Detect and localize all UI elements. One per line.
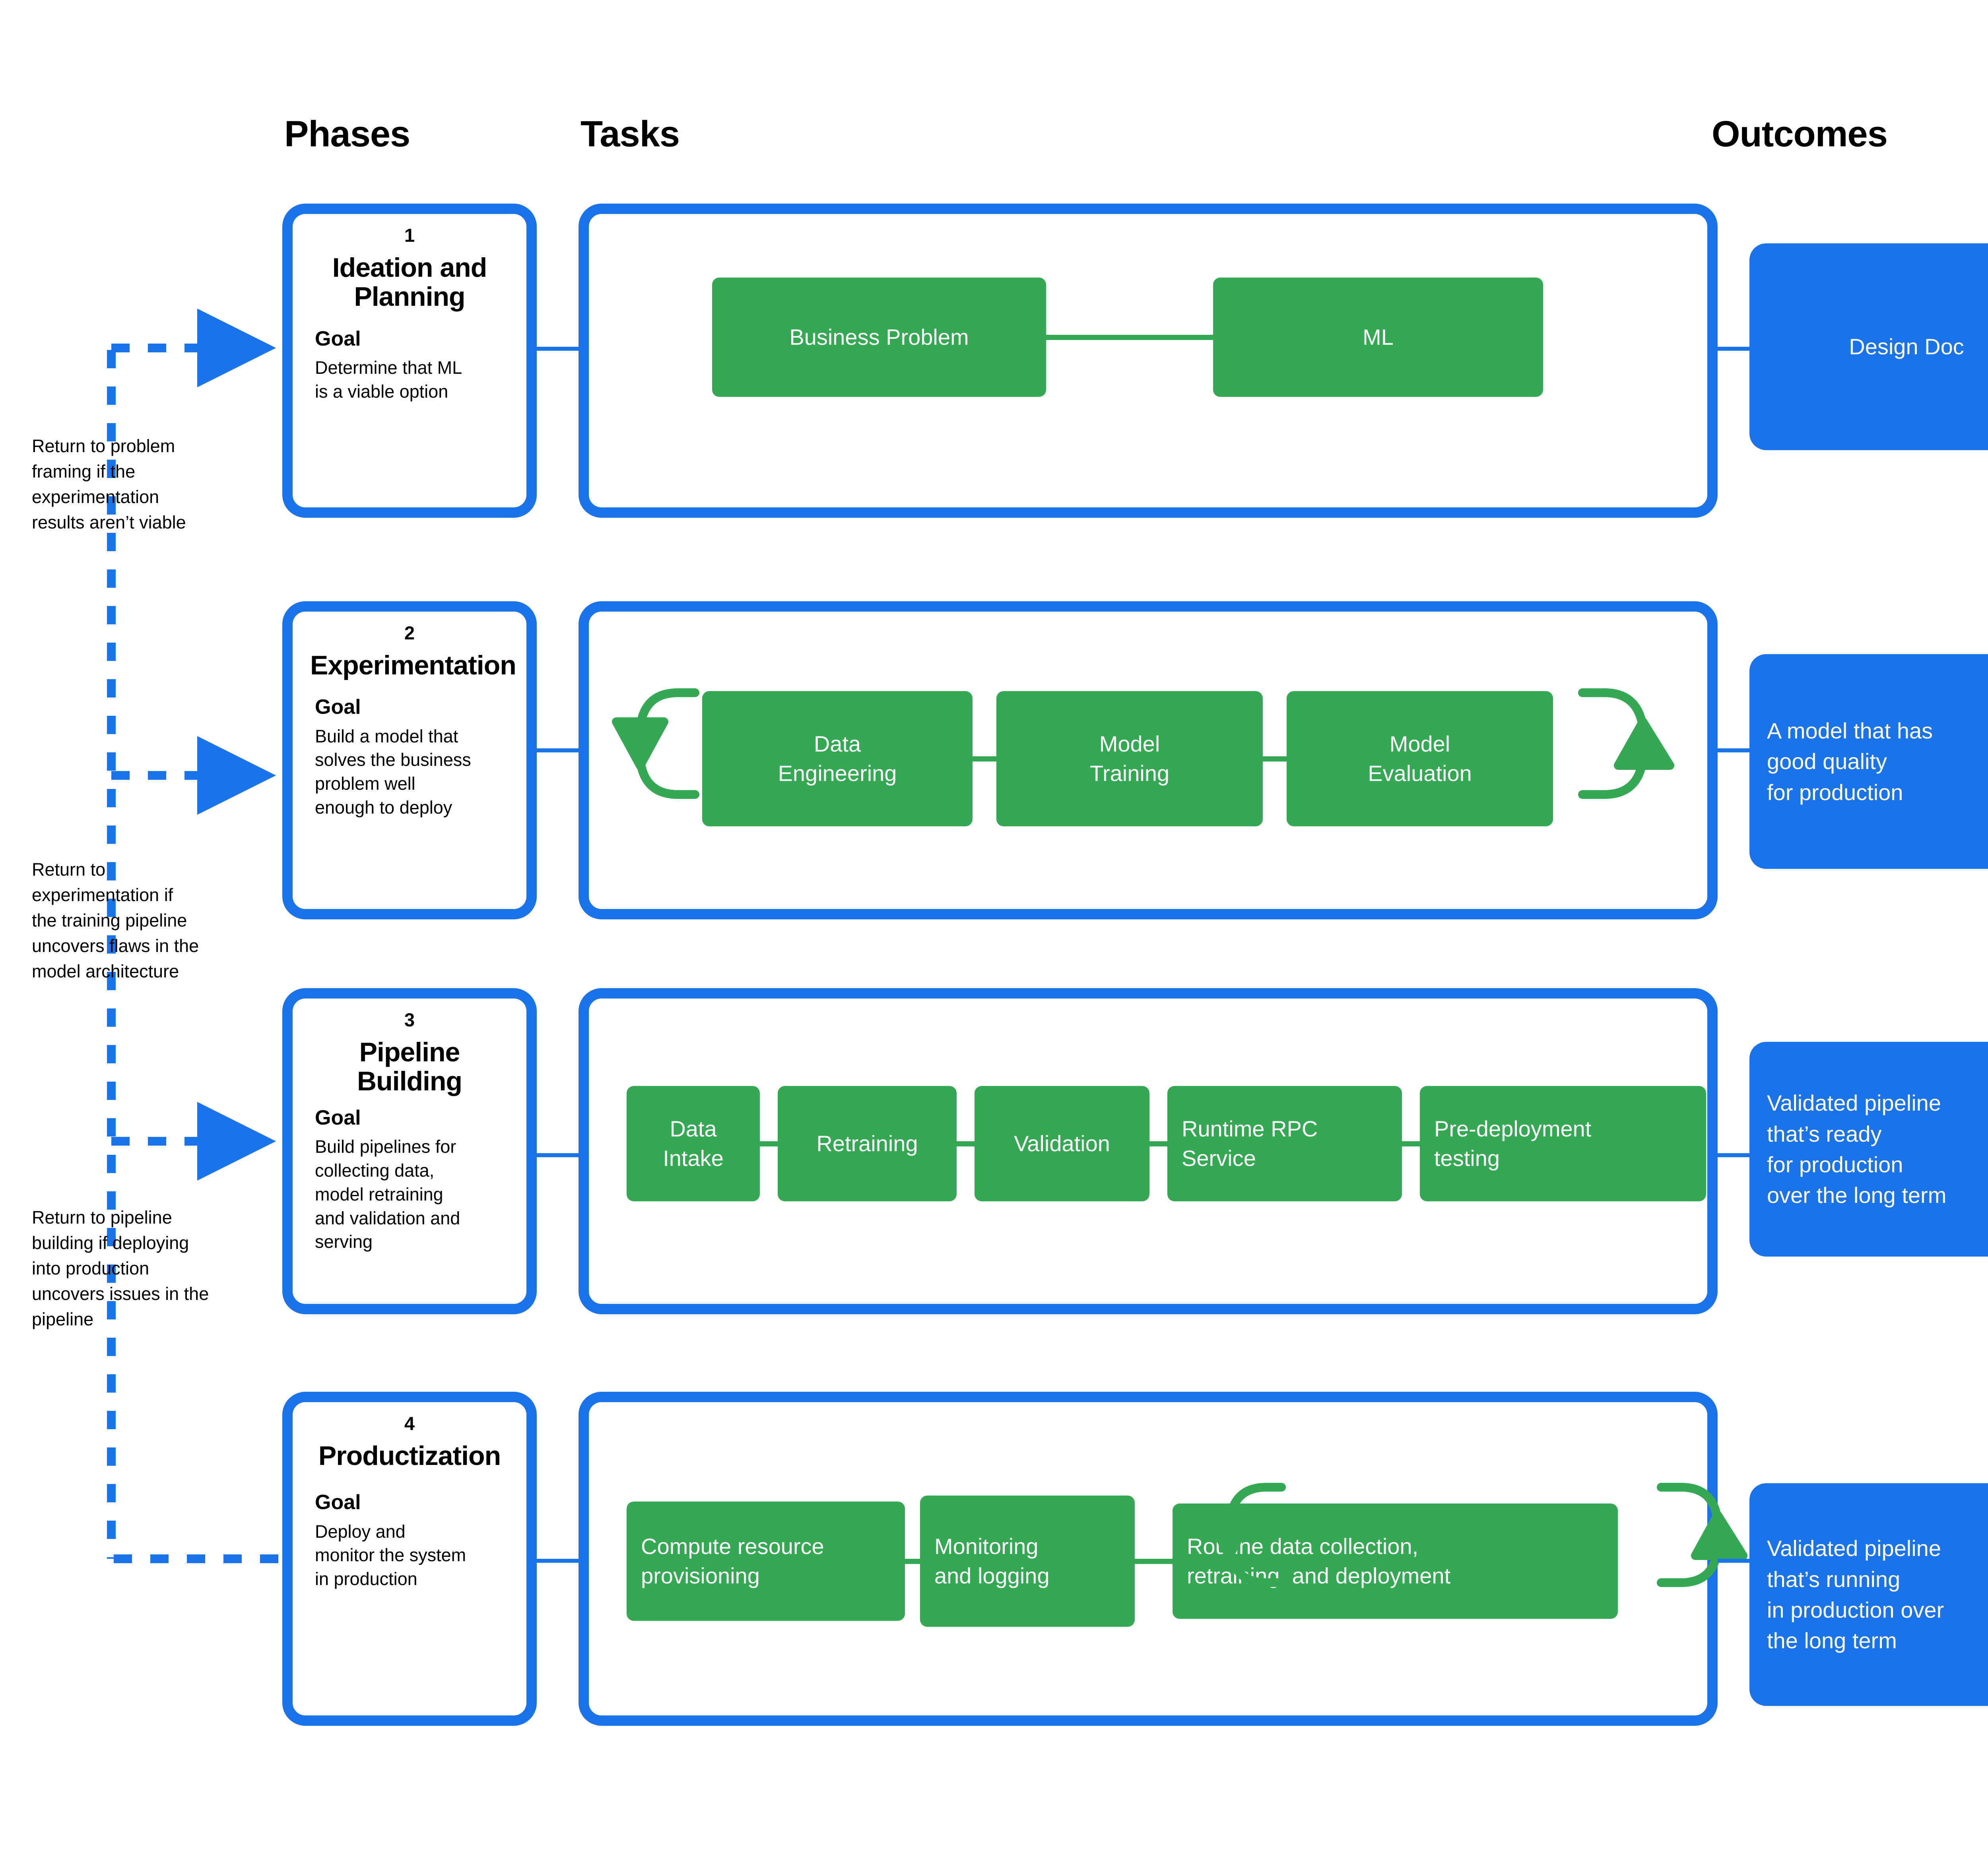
task-chip-routine-data-collection[interactable]: Routine data collection, retraining, and…: [1173, 1504, 1618, 1619]
task-connector-3c: [1149, 1141, 1167, 1146]
outcome-box-3[interactable]: Validated pipeline that’s ready for prod…: [1749, 1042, 1988, 1257]
phase-card-4[interactable]: 4 Productization Goal Deploy and monitor…: [282, 1392, 537, 1726]
outcome-box-2[interactable]: A model that has good quality for produc…: [1749, 654, 1988, 869]
tasks-card-4: Compute resource provisioning Monitoring…: [579, 1392, 1718, 1726]
task-connector-1a: [1046, 334, 1213, 340]
task-connector-2a: [973, 756, 996, 761]
phase-number-2: 2: [404, 622, 415, 643]
column-header-tasks: Tasks: [580, 114, 680, 154]
task-connector-4a: [905, 1558, 920, 1564]
phase-title-3: Pipeline Building: [357, 1037, 462, 1097]
tasks-card-2: Data Engineering Model Training Model Ev…: [579, 601, 1718, 919]
phase-title-4: Productization: [318, 1441, 501, 1471]
task-chip-retraining[interactable]: Retraining: [778, 1086, 957, 1201]
goal-text-2: Build a model that solves the business p…: [315, 726, 471, 818]
phase-goal-block-3: Goal Build pipelines for collecting data…: [310, 1106, 509, 1254]
goal-text-4: Deploy and monitor the system in product…: [315, 1521, 466, 1589]
task-chip-model-training[interactable]: Model Training: [996, 691, 1263, 826]
outcome-box-1[interactable]: Design Doc: [1749, 243, 1988, 450]
connector-tasks1-to-outcome: [1718, 347, 1751, 351]
task-chip-runtime-rpc-service[interactable]: Runtime RPC Service: [1167, 1086, 1402, 1201]
task-connector-4b: [1135, 1558, 1173, 1564]
return-note-3: Return to pipeline building if deploying…: [32, 1207, 209, 1329]
connector-phase3-to-tasks: [536, 1153, 580, 1157]
connector-tasks2-to-outcome: [1718, 748, 1751, 752]
phase-title-1: Ideation and Planning: [332, 253, 487, 312]
phase-title-2: Experimentation: [310, 650, 516, 680]
task-chip-pre-deployment-testing[interactable]: Pre-deployment testing: [1420, 1086, 1706, 1201]
connector-phase2-to-tasks: [536, 748, 580, 752]
outcome-box-4[interactable]: Validated pipeline that’s running in pro…: [1749, 1483, 1988, 1706]
goal-label-4: Goal: [315, 1491, 361, 1514]
phase-card-1[interactable]: 1 Ideation and Planning Goal Determine t…: [282, 204, 537, 518]
phase-card-2[interactable]: 2 Experimentation Goal Build a model tha…: [282, 601, 537, 919]
phase-number-4: 4: [404, 1413, 415, 1434]
task-chip-business-problem[interactable]: Business Problem: [712, 278, 1046, 397]
phase-goal-block-4: Goal Deploy and monitor the system in pr…: [310, 1491, 509, 1591]
phase-goal-block-2: Goal Build a model that solves the busin…: [310, 696, 509, 820]
goal-label-3: Goal: [315, 1106, 361, 1129]
connector-tasks4-to-outcome: [1718, 1559, 1751, 1563]
task-chip-monitoring-and-logging[interactable]: Monitoring and logging: [920, 1496, 1135, 1627]
tasks-card-3: Data Intake Retraining Validation Runtim…: [579, 988, 1718, 1314]
phase-number-1: 1: [404, 225, 415, 246]
task-connector-3b: [957, 1141, 975, 1146]
goal-text-1: Determine that ML is a viable option: [315, 357, 462, 402]
return-note-2: Return to experimentation if the trainin…: [32, 859, 199, 981]
tasks-card-1: Business Problem ML: [579, 204, 1718, 518]
task-chip-data-engineering[interactable]: Data Engineering: [702, 691, 973, 826]
phase-number-3: 3: [404, 1009, 415, 1030]
phase-card-3[interactable]: 3 Pipeline Building Goal Build pipelines…: [282, 988, 537, 1314]
task-connector-3d: [1402, 1141, 1420, 1146]
task-connector-2b: [1263, 756, 1287, 761]
phase-goal-block-1: Goal Determine that ML is a viable optio…: [310, 327, 509, 404]
connector-tasks3-to-outcome: [1718, 1153, 1751, 1157]
task-chip-data-intake[interactable]: Data Intake: [627, 1086, 760, 1201]
connector-phase1-to-tasks: [536, 347, 580, 351]
goal-label-1: Goal: [315, 327, 361, 350]
goal-text-3: Build pipelines for collecting data, mod…: [315, 1136, 460, 1252]
task-connector-3a: [760, 1141, 778, 1146]
connector-phase4-to-tasks: [536, 1559, 580, 1563]
goal-label-2: Goal: [315, 695, 361, 719]
task-chip-ml[interactable]: ML: [1213, 278, 1543, 397]
task-chip-model-evaluation[interactable]: Model Evaluation: [1287, 691, 1553, 826]
return-note-1: Return to problem framing if the experim…: [32, 436, 186, 532]
task-chip-validation[interactable]: Validation: [975, 1086, 1149, 1201]
column-header-phases: Phases: [284, 114, 410, 154]
column-header-outcomes: Outcomes: [1712, 114, 1888, 154]
task-chip-compute-resource-provisioning[interactable]: Compute resource provisioning: [627, 1502, 905, 1621]
